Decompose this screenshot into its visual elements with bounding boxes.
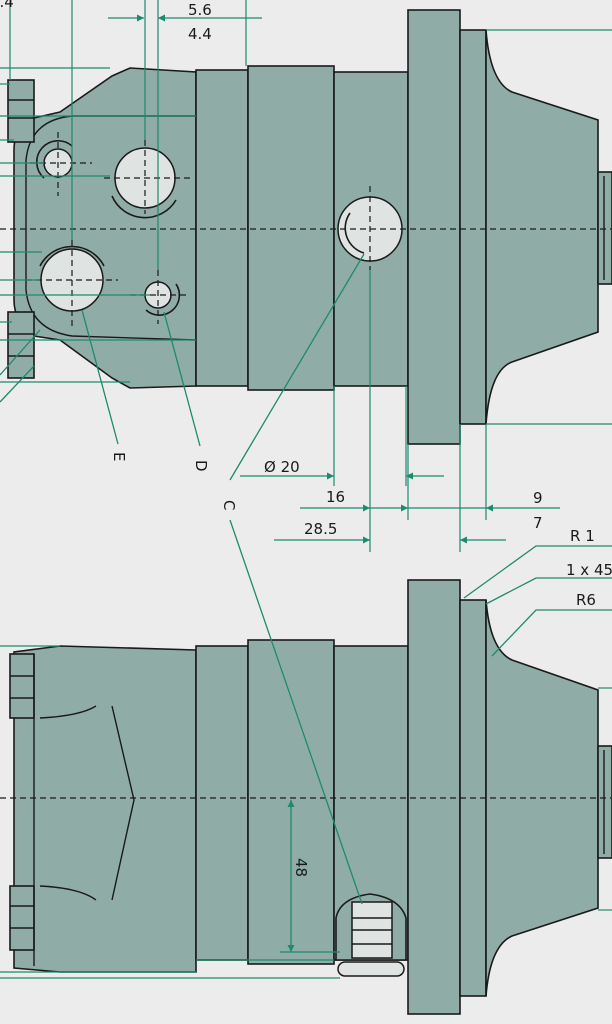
top-port-large-lower-arc — [39, 245, 105, 267]
bottom-bolt-upper — [9, 653, 35, 719]
bottom-view — [0, 579, 612, 1015]
top-port-small-right-arc — [145, 283, 181, 316]
top-shaft — [597, 171, 612, 285]
bottom-shaft — [597, 745, 612, 859]
extension-lines — [0, 0, 612, 979]
leader-r6 — [491, 609, 612, 657]
leader-d — [163, 311, 201, 447]
dim-5-6: 5.6 — [188, 1, 212, 19]
top-bolt-upper — [7, 79, 35, 143]
dim-r-1: R 1 — [570, 527, 595, 545]
leader-left-1 — [0, 329, 41, 376]
top-flange — [407, 9, 461, 445]
top-port-center-arc — [344, 212, 365, 254]
bottom-bolt-lower — [9, 885, 35, 951]
bottom-flange — [407, 579, 461, 1015]
dim-r-6: R6 — [576, 591, 596, 609]
bottom-cover-curve-1 — [39, 705, 97, 719]
leader-c-lower — [229, 519, 363, 905]
bottom-cover-curve-3 — [111, 705, 135, 901]
callout-e: E — [110, 452, 128, 461]
leader-e — [81, 309, 119, 445]
dim-chamfer: 1 x 45 — [566, 561, 612, 579]
dimension-lines — [108, 14, 560, 952]
leader-c — [229, 253, 365, 481]
bottom-rear-cover — [13, 645, 197, 973]
leader-chamfer — [485, 577, 612, 605]
dim-28-5: 28.5 — [304, 520, 337, 538]
dim-dia-20: Ø 20 — [264, 458, 300, 476]
dim-48: 48 — [292, 858, 310, 877]
dim-6-4: 6.4 — [0, 0, 14, 11]
bottom-port-nut — [337, 961, 405, 977]
leader-left-2 — [0, 365, 35, 403]
top-cover-seam — [25, 115, 197, 341]
leader-r1 — [463, 545, 612, 599]
dim-16: 16 — [326, 488, 345, 506]
dim-7: 7 — [533, 514, 543, 532]
top-housing-1 — [195, 69, 249, 387]
top-port-small-left-arc — [35, 139, 73, 179]
top-housing-2 — [247, 65, 335, 391]
dim-4-4: 4.4 — [188, 25, 212, 43]
top-flange-ring — [459, 29, 487, 425]
dimension-labels: 6.4 5.6 4.4 Ø 20 16 9 7 28.5 R 1 1 x 45 … — [0, 0, 612, 877]
leader-lines — [0, 253, 612, 905]
top-view — [0, 9, 612, 445]
callout-d: D — [192, 460, 210, 472]
top-port-large-upper-arc — [111, 195, 177, 219]
bottom-cover-curve-2 — [39, 885, 97, 901]
bottom-housing-1 — [195, 645, 249, 961]
dim-9: 9 — [533, 489, 543, 507]
callout-c: C — [220, 500, 238, 510]
top-output-nose — [485, 29, 599, 425]
top-bolt-lower — [7, 311, 35, 379]
